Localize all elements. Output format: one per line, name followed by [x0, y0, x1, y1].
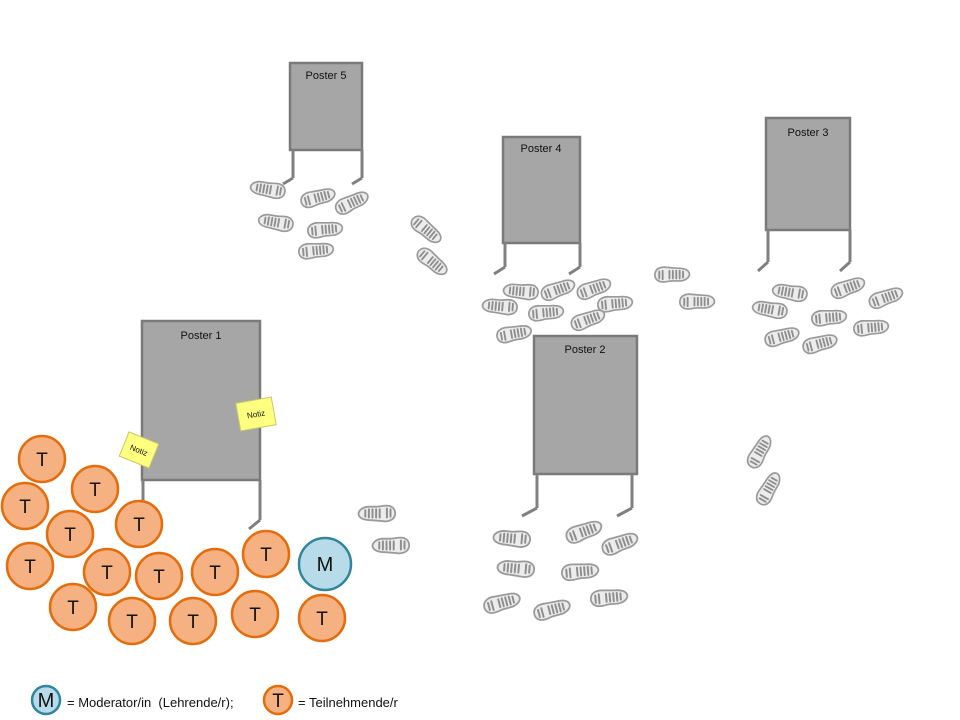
svg-text:T: T [272, 691, 284, 712]
svg-text:T: T [19, 497, 31, 518]
footprint [560, 561, 601, 582]
participant: T [48, 582, 98, 632]
participant: T [5, 541, 55, 591]
footprint [407, 212, 446, 248]
footprint [531, 596, 573, 623]
participant: T [45, 509, 95, 559]
footprint [256, 211, 296, 234]
footprint [357, 504, 397, 523]
sticky-note-2-label: Notiz [246, 408, 266, 420]
footprint [538, 275, 578, 304]
poster-2-stand [521, 474, 634, 518]
poster-4-label: Poster 4 [521, 143, 562, 155]
footprint [750, 298, 790, 321]
footprint [306, 219, 344, 240]
poster-3-stand [756, 230, 852, 273]
legend: M = Moderator/in (Lehrende/r); T = Teiln… [30, 684, 399, 716]
participant-group: T T T T T T T T T T T T T T T [0, 434, 347, 646]
svg-text:M: M [38, 690, 55, 712]
footprint [599, 528, 641, 559]
moderator: M [297, 536, 353, 592]
legend-participant-symbol: T [262, 684, 294, 716]
svg-text:T: T [249, 605, 261, 626]
svg-text:T: T [89, 480, 101, 501]
footprint [852, 317, 890, 338]
footprint [495, 557, 536, 579]
participant: T [0, 481, 50, 531]
svg-text:T: T [187, 612, 199, 633]
svg-text:T: T [209, 563, 221, 584]
footprint [743, 432, 776, 472]
footprint [298, 184, 338, 211]
participant: T [82, 547, 132, 597]
footprint [248, 178, 288, 201]
participant: T [168, 596, 218, 646]
footprint [596, 293, 634, 314]
footprint [810, 307, 848, 328]
svg-text:T: T [133, 515, 145, 536]
participant: T [17, 434, 67, 484]
svg-text:T: T [153, 567, 165, 588]
participant: T [190, 547, 240, 597]
footprint [653, 266, 691, 283]
footprint [297, 240, 335, 261]
poster-4-stand [493, 243, 582, 276]
footprint [752, 469, 785, 509]
svg-text:T: T [260, 545, 272, 566]
svg-text:T: T [126, 612, 138, 633]
footprint [762, 323, 802, 350]
poster-5-stand [282, 150, 364, 186]
participant: T [230, 589, 280, 639]
participant: T [114, 499, 164, 549]
footprint [866, 283, 906, 312]
svg-text:T: T [101, 563, 113, 584]
svg-text:T: T [64, 525, 76, 546]
moderator-label: M [317, 554, 334, 576]
footprint [527, 302, 565, 323]
legend-participant-text: = Teilnehmende/r [298, 695, 399, 710]
footprint [502, 281, 540, 302]
footprint [413, 244, 452, 280]
poster-2-label: Poster 2 [565, 344, 606, 356]
poster-1-label: Poster 1 [181, 330, 222, 342]
footprint [563, 516, 605, 547]
poster-2: Poster 2 [521, 334, 639, 518]
poster-1: Poster 1 [131, 319, 262, 531]
footprint [371, 536, 411, 555]
footprint [800, 330, 840, 357]
participant: T [297, 593, 347, 643]
participant: T [134, 551, 184, 601]
legend-moderator-text: = Moderator/in (Lehrende/r); [67, 695, 234, 710]
footprint [491, 527, 532, 549]
svg-text:T: T [67, 598, 79, 619]
participant: T [241, 529, 291, 579]
footprint [589, 587, 630, 608]
participant: T [107, 596, 157, 646]
footprint [678, 293, 716, 310]
footprint [828, 273, 868, 302]
poster-5: Poster 5 [282, 61, 364, 186]
svg-text:T: T [24, 557, 36, 578]
footprint [481, 296, 519, 317]
poster-5-label: Poster 5 [306, 70, 347, 82]
svg-text:T: T [316, 609, 328, 630]
poster-4: Poster 4 [493, 135, 582, 276]
footprint [568, 305, 608, 334]
svg-text:T: T [36, 450, 48, 471]
footprint [770, 281, 810, 304]
poster-3: Poster 3 [756, 116, 852, 273]
participant: T [70, 464, 120, 514]
legend-moderator-symbol: M [30, 684, 62, 716]
footprint [332, 187, 372, 218]
footprint [481, 589, 523, 616]
footprint [494, 322, 534, 345]
poster-3-label: Poster 3 [788, 127, 829, 139]
sticky-note-2: Notiz [235, 396, 277, 432]
sticky-note-1: Notiz [118, 431, 160, 469]
